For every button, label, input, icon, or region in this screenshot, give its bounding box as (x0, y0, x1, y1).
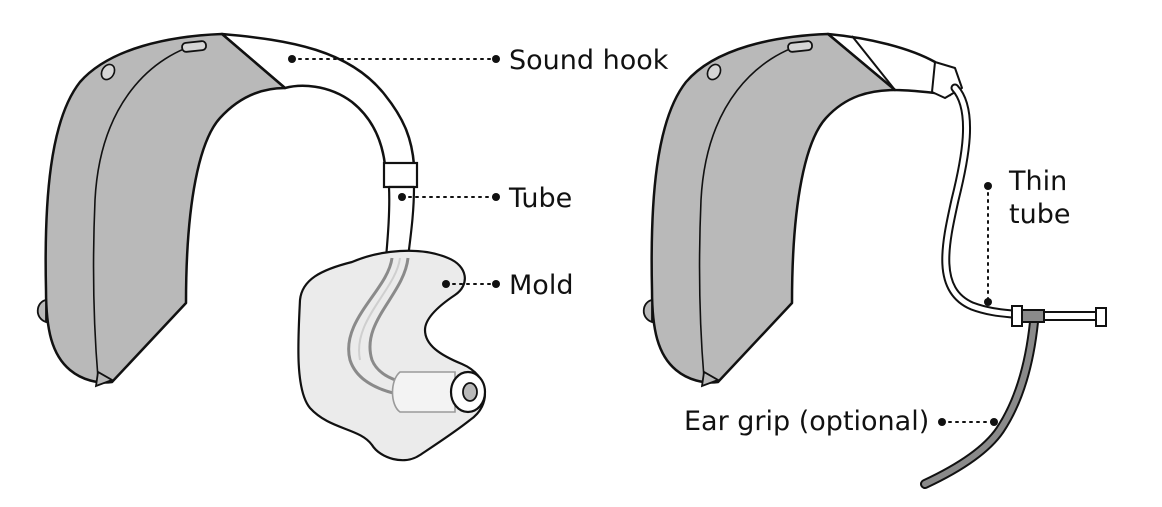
left-hook-seam (221, 33, 286, 89)
right-side-knob (642, 298, 653, 324)
right-program-button (787, 40, 813, 53)
ear-grip-label: Ear grip (optional) (684, 406, 929, 437)
sound-hook-dot-end (492, 55, 500, 63)
tip-grip-band (1021, 309, 1045, 323)
mold-inner-channel-faint (358, 257, 401, 361)
tube-collar (382, 161, 419, 189)
left-program-button (181, 40, 207, 53)
sound-hook (220, 32, 416, 167)
thin-tube-dot-start (984, 182, 992, 190)
thin-tube-dot-end (984, 298, 992, 306)
left-bottom-tip (94, 370, 115, 388)
right-cap-seam (851, 35, 896, 91)
sound-hook-dot-start (288, 55, 296, 63)
ear-grip-dot-start (938, 418, 946, 426)
right-leaders (938, 182, 998, 426)
thin-tube-label-line1: Thin (1008, 166, 1067, 197)
tip-stem (1043, 311, 1097, 321)
right-device-body-contour (698, 41, 812, 379)
left-side-knob (36, 298, 47, 324)
mold-dot-end (492, 280, 500, 288)
left-device-body-contour (92, 41, 206, 379)
right-hearing-aid: Thin tube Ear grip (optional) (642, 32, 1107, 489)
right-device-body (650, 32, 897, 384)
mold-sound-outlet-hole (462, 382, 478, 402)
left-device-body (44, 32, 287, 384)
mold-label: Mold (509, 270, 573, 301)
tip-end (1095, 307, 1107, 327)
right-bottom-tip (700, 370, 721, 388)
tube-label: Tube (508, 183, 572, 214)
thin-tube-label-line2: tube (1009, 199, 1070, 230)
right-microphone (706, 63, 722, 81)
sound-hook-label: Sound hook (509, 45, 669, 76)
thin-tube-inner (943, 85, 1015, 317)
mold-canal (391, 371, 456, 413)
mold-dot-start (442, 280, 450, 288)
left-leaders (288, 55, 500, 288)
tube-dot-end (492, 193, 500, 201)
left-microphone (100, 63, 116, 81)
ear-grip-fill (922, 319, 1037, 487)
tube-dot-start (398, 193, 406, 201)
tip-collar (1011, 305, 1023, 327)
left-hearing-aid: Sound hook Tube Mold (36, 32, 669, 462)
ear-grip-dot-end (990, 418, 998, 426)
